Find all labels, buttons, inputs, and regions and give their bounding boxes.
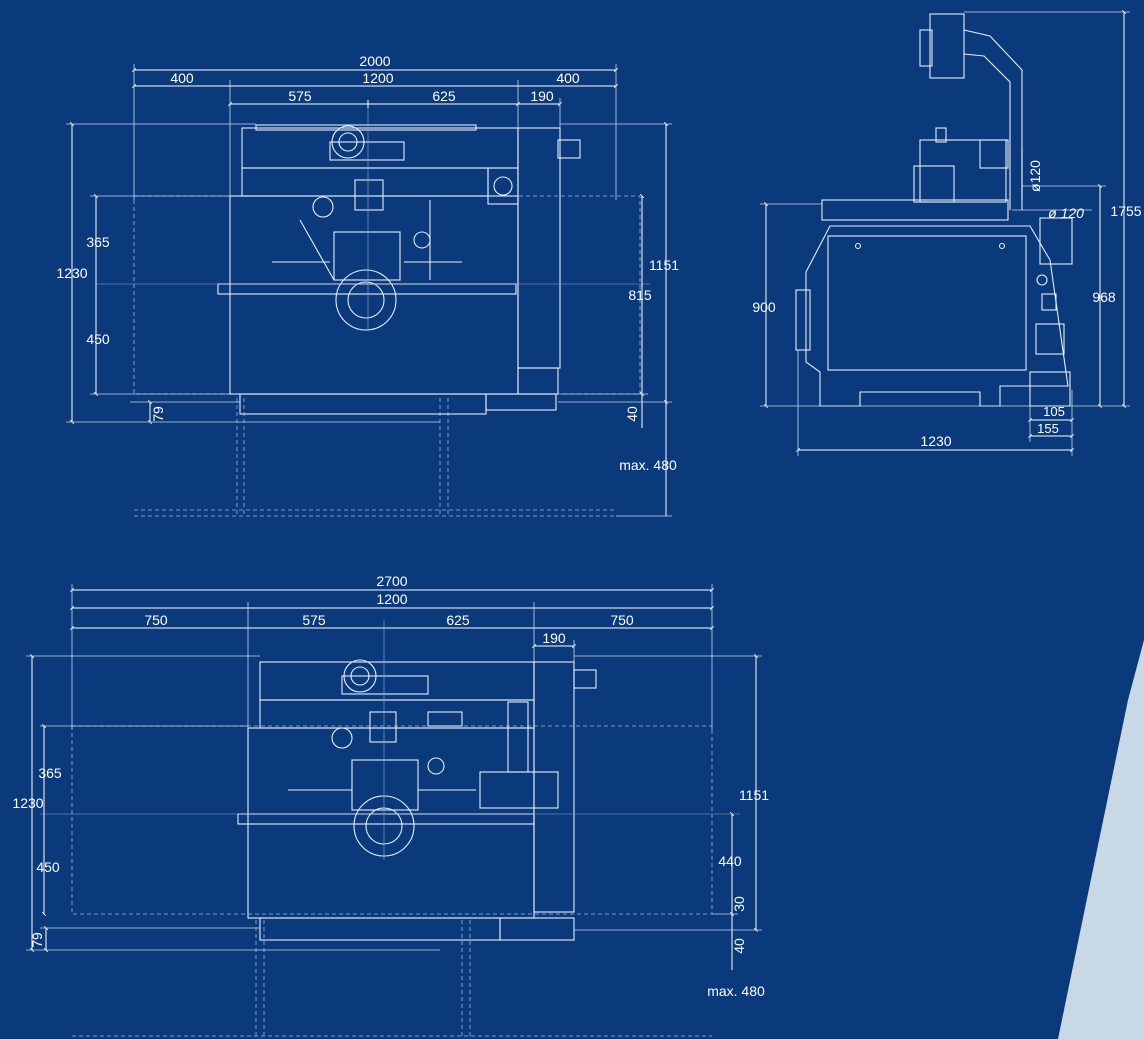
dim-1151: 1151	[649, 257, 679, 273]
machine-top-view	[217, 124, 581, 415]
top-view-a: 2000 400 1200 400 575 625 190 365 1230 4…	[56, 53, 679, 517]
accent-panel	[1058, 640, 1144, 1039]
dim-1151-b: 1151	[739, 787, 769, 803]
dim-right-ext-400: 400	[556, 70, 580, 86]
dim-105: 105	[1043, 404, 1065, 419]
dim-450: 450	[86, 331, 110, 347]
dim-575: 575	[288, 88, 312, 104]
dim-750-right: 750	[610, 612, 634, 628]
dim-40: 40	[624, 406, 640, 422]
dim-max-480: max. 480	[619, 457, 677, 473]
dim-575-b: 575	[302, 612, 326, 628]
dim-190: 190	[530, 88, 554, 104]
dim-750-left: 750	[144, 612, 168, 628]
dim-1230-side: 1230	[920, 433, 951, 449]
dim-79: 79	[150, 406, 166, 422]
dim-450-b: 450	[36, 859, 60, 875]
dim-900: 900	[752, 299, 776, 315]
dim-155: 155	[1037, 421, 1059, 436]
dim-30: 30	[731, 896, 747, 912]
dim-79-b: 79	[29, 932, 45, 948]
machine-top-view-b	[237, 659, 597, 941]
dim-365-b: 365	[38, 765, 62, 781]
top-view-b: 2700 1200 750 575 625 750 190 365 1230 4…	[12, 573, 769, 1039]
dim-dia-120-vertical: ø120	[1027, 160, 1043, 192]
dim-625: 625	[432, 88, 456, 104]
dim-1230-b: 1230	[12, 795, 43, 811]
dim-968: 968	[1092, 289, 1116, 305]
dim-365: 365	[86, 234, 110, 250]
dim-1755: 1755	[1110, 203, 1141, 219]
dim-dia-120: ø 120	[1048, 205, 1084, 221]
machine-side-view	[795, 13, 1073, 407]
dim-table-1200-b: 1200	[376, 591, 407, 607]
dim-190-b: 190	[542, 630, 566, 646]
dim-overall-2000: 2000	[359, 53, 390, 69]
dim-left-ext-400: 400	[170, 70, 194, 86]
dim-40-b: 40	[731, 938, 747, 954]
dim-overall-2700: 2700	[376, 573, 407, 589]
side-view: 1755 ø120 ø 120 900 968 105 155 1230	[752, 9, 1142, 456]
dim-625-b: 625	[446, 612, 470, 628]
dim-1230: 1230	[56, 265, 87, 281]
dim-max-480-b: max. 480	[707, 983, 765, 999]
dim-815: 815	[628, 287, 652, 303]
dim-440: 440	[718, 853, 742, 869]
dim-table-1200: 1200	[362, 70, 393, 86]
